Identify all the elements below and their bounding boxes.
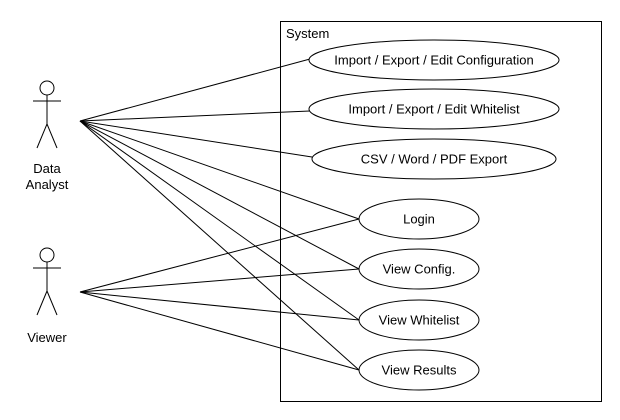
actor-label: Viewer	[27, 330, 67, 345]
association-line-data-analyst-view-config	[79, 120, 360, 270]
use-case-label: View Results	[382, 363, 457, 378]
association-line-viewer-view-config	[79, 268, 360, 293]
association-lines	[79, 58, 360, 371]
actor-figure-icon	[33, 80, 61, 149]
actor-data-analyst: Data Analyst	[26, 80, 69, 192]
actor-label: Data	[33, 161, 61, 176]
association-line-data-analyst-login	[79, 120, 360, 220]
use-case-login: Login	[358, 198, 480, 240]
use-case-label: View Whitelist	[379, 313, 460, 328]
association-line-data-analyst-import-export-edit-whitelist	[79, 110, 311, 122]
use-case-import-export-edit-configuration: Import / Export / Edit Configuration	[308, 39, 560, 81]
association-line-data-analyst-import-export-edit-configuration	[79, 58, 311, 122]
use-case-csv-word-pdf-export: CSV / Word / PDF Export	[311, 138, 557, 180]
actor-label: Analyst	[26, 177, 69, 192]
association-line-viewer-login	[79, 218, 360, 293]
use-case-view-whitelist: View Whitelist	[358, 299, 480, 341]
use-case-view-config: View Config.	[358, 248, 480, 290]
use-case-view-results: View Results	[358, 349, 480, 391]
system-boundary	[280, 21, 602, 402]
association-line-data-analyst-view-whitelist	[79, 120, 360, 321]
association-line-viewer-view-whitelist	[79, 291, 360, 321]
association-line-data-analyst-view-results	[79, 120, 360, 371]
use-case-label: Import / Export / Edit Whitelist	[348, 102, 520, 117]
use-case-import-export-edit-whitelist: Import / Export / Edit Whitelist	[308, 88, 560, 130]
association-line-data-analyst-csv-word-pdf-export	[79, 120, 313, 158]
association-line-viewer-view-results	[79, 291, 360, 371]
use-case-label: Import / Export / Edit Configuration	[334, 53, 533, 68]
actor-viewer: Viewer	[27, 247, 67, 345]
use-case-label: View Config.	[383, 262, 456, 277]
system-label: System	[286, 26, 329, 41]
actor-figure-icon	[33, 247, 61, 316]
use-case-label: Login	[403, 212, 435, 227]
use-case-label: CSV / Word / PDF Export	[361, 152, 508, 167]
